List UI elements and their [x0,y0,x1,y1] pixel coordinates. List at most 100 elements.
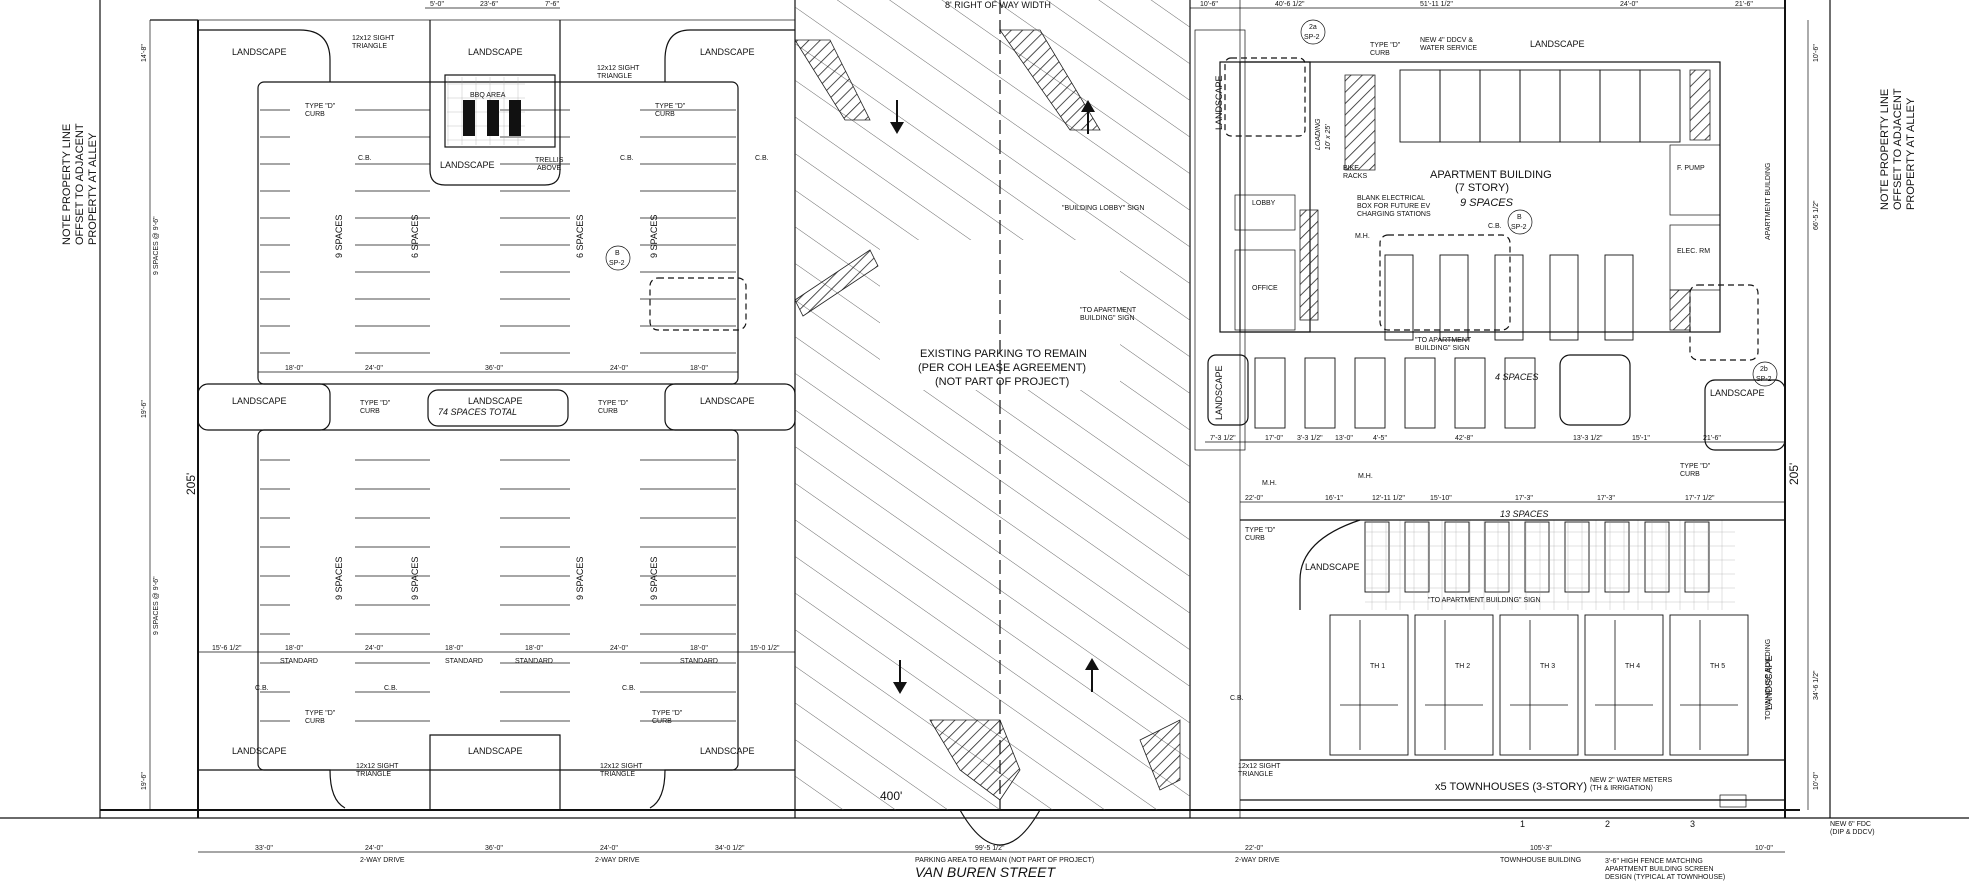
dim-l1-3: 36'-0" [485,365,503,372]
landscape-2: LANDSCAPE [468,47,523,57]
landscape-11: LANDSCAPE [1530,39,1585,49]
dim-apt-1: 7'-3 1/2" [1210,435,1236,442]
sight-5-b: TRIANGLE [1238,771,1273,778]
curb-8-a: TYPE "D" [1680,463,1711,470]
bike-racks-a: BIKE [1343,165,1359,172]
garage-stall [1599,69,1641,143]
apartment-stall [1604,254,1634,341]
to-apt-sign-b: BUILDING" SIGN [1080,315,1135,322]
mh-2: M.H. [1262,480,1277,487]
elec-rm-label: ELEC. RM [1677,248,1710,255]
dim-l1-5: 18'-0" [690,365,708,372]
townhouse-unit [1669,614,1749,756]
spaces-1: 9 SPACES [334,215,344,258]
dim-apt-6: 42'-8" [1455,435,1473,442]
garage-stall [1639,69,1681,143]
dim-th-1: 22'-0" [1245,495,1263,502]
sight-1-a: 12x12 SIGHT [352,35,395,42]
dim-b-8: 10'-0" [1755,845,1773,852]
dim-l2-6: 24'-0" [610,645,628,652]
dim-205-right: 205' [1787,463,1801,485]
callout-2a-top: 2a [1309,24,1317,31]
dim-th-4: 15'-10" [1430,495,1452,502]
dim-rt-4: 24'-0" [1620,1,1638,8]
dim-th-7: 17'-7 1/2" [1685,495,1715,502]
to-apt-sign2-a: "TO APARTMENT [1415,337,1472,344]
th-1: TH 1 [1370,663,1385,670]
curb-4-a: TYPE "D" [598,400,629,407]
garage-stall [1519,69,1561,143]
callout-b-left-top: B [615,250,620,257]
dim-b-1: 33'-0" [255,845,273,852]
to-apt-sign-a: "TO APARTMENT [1080,307,1137,314]
callout-b-right [1507,209,1533,235]
landscape-total: 74 SPACES TOTAL [438,407,517,417]
dim-th-2: 16'-1" [1325,495,1343,502]
lobby-label: LOBBY [1252,200,1276,207]
existing-parking [794,0,1190,846]
standard-1: STANDARD [280,658,318,665]
note-left-line3: PROPERTY AT ALLEY [87,132,99,245]
note-left-line1: NOTE PROPERTY LINE [61,124,73,245]
note-right-line1: NOTE PROPERTY LINE [1879,89,1891,210]
dim-400: 400' [880,789,902,803]
bike-racks-b: RACKS [1343,173,1367,180]
dim-rt-3: 51'-11 1/2" [1420,1,1453,8]
sight-2-b: TRIANGLE [597,73,632,80]
sight-3-b: TRIANGLE [356,771,391,778]
stall-lines-top [260,109,736,354]
meter-1: 1 [1520,819,1525,829]
existing-parking-line1: EXISTING PARKING TO REMAIN [920,348,1087,360]
existing-parking-line3: (NOT PART OF PROJECT) [935,376,1069,388]
curb-5-b: CURB [305,718,325,725]
landscape-3: LANDSCAPE [700,47,755,57]
lobby-sign: "BUILDING LOBBY" SIGN [1062,205,1144,212]
dim-l2-2: 18'-0" [285,645,303,652]
curb-1-a: TYPE "D" [305,103,336,110]
dim-205-left: 205' [184,473,198,495]
dim-lv-3: 19'-6" [141,400,148,418]
existing-parking-line2: (PER COH LEASE AGREEMENT) [918,362,1086,374]
dim-l1-2: 24'-0" [365,365,383,372]
cb-8: C.B. [1488,223,1502,230]
callout-2a [1300,19,1326,45]
dim-l2-7: 18'-0" [690,645,708,652]
landscape-12: LANDSCAPE [1710,388,1765,398]
townhouse-unit [1584,614,1664,756]
dim-lv-1: 14'-8" [141,44,148,62]
lower-stall [1354,357,1386,429]
landscape-16: LANDSCAPE [1764,655,1774,710]
standard-4: STANDARD [680,658,718,665]
dim-apt-3: 3'-3 1/2" [1297,435,1323,442]
right-site [1194,29,1786,808]
ddcv-b: WATER SERVICE [1420,45,1477,52]
landscape-8: LANDSCAPE [232,746,287,756]
cb-2: C.B. [620,155,634,162]
callout-box-left [649,277,747,331]
callout-2b [1752,361,1778,387]
drive-3: 2-WAY DRIVE [1235,857,1280,864]
callout-b-right-top: B [1517,214,1522,221]
landscape-13: LANDSCAPE [1305,562,1360,572]
row-width: 8' RIGHT OF WAY WIDTH [945,0,1051,10]
landscape-10: LANDSCAPE [700,746,755,756]
callout-b-left [605,245,631,271]
spaces-10: 13 SPACES [1500,509,1548,519]
dim-th-5: 17'-3" [1515,495,1533,502]
meter-3: 3 [1690,819,1695,829]
sight-3-a: 12x12 SIGHT [356,763,399,770]
callout-b-left-bot: SP-2 [609,260,625,267]
dim-rt-5: 21'-6" [1735,1,1753,8]
dim-l1-1: 18'-0" [285,365,303,372]
callout-2b-top: 2b [1760,366,1768,373]
townhouse-unit [1499,614,1579,756]
landscape-7: LANDSCAPE [700,396,755,406]
lower-stall [1454,357,1486,429]
dim-top-3: 7'-6" [545,1,559,8]
cb-6: C.B. [622,685,636,692]
fpump-label: F. PUMP [1677,165,1705,172]
loading-a: LOADING [1315,118,1322,150]
apt-building-side: APARTMENT BUILDING [1765,163,1772,240]
spaces-6: 9 SPACES [410,557,420,600]
